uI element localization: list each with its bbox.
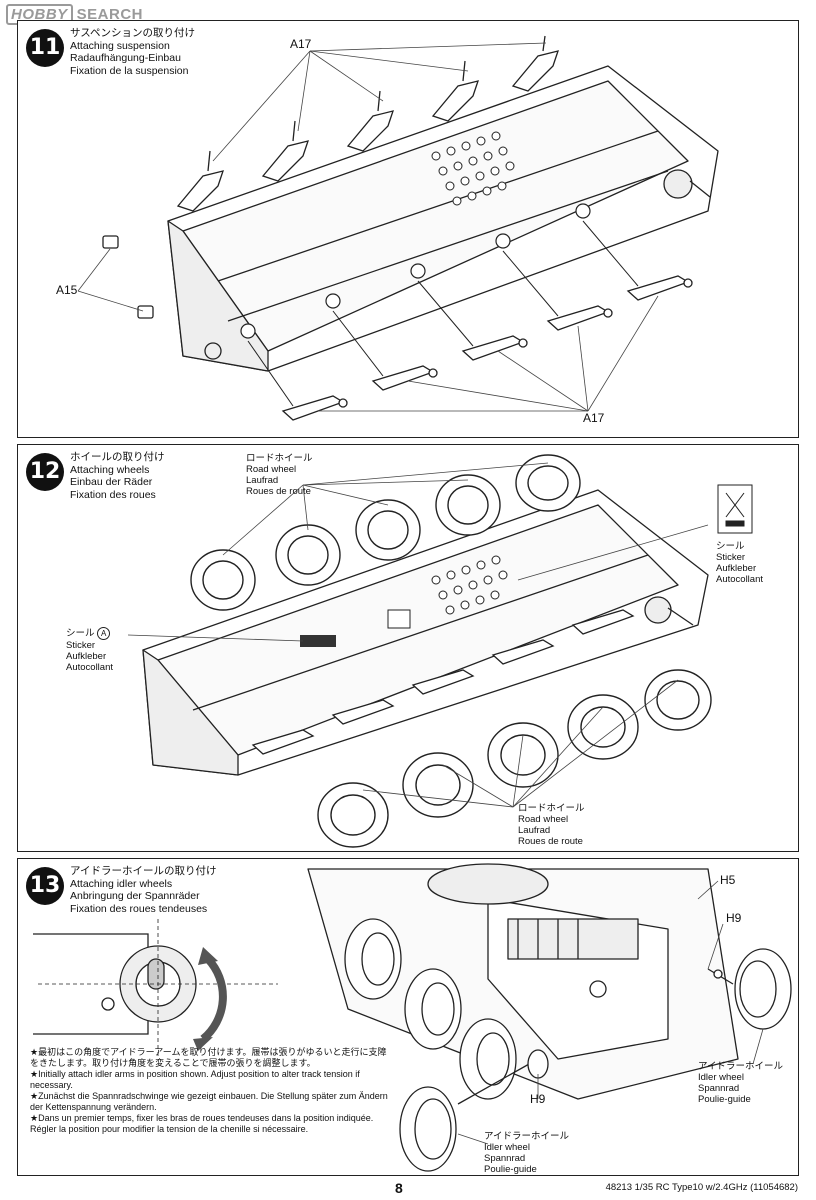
- road-wheel-jp: ロードホイール: [518, 803, 585, 814]
- sticker-jp: シール: [716, 541, 745, 552]
- hull-rear: [307, 863, 739, 1100]
- arm-mounts: [240, 203, 591, 339]
- step-13-panel: 13 アイドラーホイールの取り付け Attaching idler wheels…: [17, 858, 799, 1176]
- label-h5: H5: [720, 873, 736, 887]
- step-11-panel: 11 サスペンションの取り付け Attaching suspension Rad…: [17, 20, 799, 438]
- rotation-arrow: [200, 956, 227, 1043]
- idler-wheel-right: [707, 948, 792, 1030]
- road-wheel-jp: ロードホイール: [246, 453, 313, 464]
- title-de: Radaufhängung-Einbau: [70, 52, 181, 64]
- idler-fr: Poulie-guide: [484, 1164, 537, 1175]
- road-wheel-label-bottom: ロードホイール Road wheel Laufrad Roues de rout…: [518, 803, 585, 847]
- title-fr: Fixation des roues tendeuses: [70, 902, 208, 915]
- a15-parts: [102, 235, 154, 319]
- suspension-drawing: [77, 35, 719, 421]
- road-wheel-en: Road wheel: [518, 814, 569, 825]
- sticker-de: Aufkleber: [66, 651, 107, 662]
- watermark-text: SEARCH: [76, 6, 144, 23]
- sticker-label-left: シール A Sticker Aufkleber Autocollant: [66, 627, 113, 673]
- weee-sticker-icon: [717, 484, 753, 534]
- step-titles: サスペンションの取り付け Attaching suspension Radauf…: [70, 27, 195, 77]
- step-number: 12: [26, 453, 64, 491]
- note-de: ★Zunächst die Spannradschwinge wie gezei…: [30, 1091, 388, 1112]
- note-jp: ★最初はこの角度でアイドラーアームを取り付けます。履帯は張りがゆるいと走行に支障…: [30, 1047, 387, 1068]
- idler-wheel-bottom: [399, 1049, 549, 1172]
- product-code: 48213 1/35 RC Type10 w/2.4GHz (11054682): [605, 1182, 798, 1193]
- leader-lines: [457, 880, 764, 1145]
- idler-label-bottom: アイドラーホイール Idler wheel Spannrad Poulie-gu…: [484, 1131, 569, 1175]
- page-number: 8: [395, 1180, 403, 1196]
- insert-arrows: [247, 220, 639, 407]
- step-12-panel: 12 ホイールの取り付け Attaching wheels Einbau der…: [17, 444, 799, 852]
- note-fr: ★Dans un premier temps, fixer les bras d…: [30, 1113, 374, 1134]
- title-de: Einbau der Räder: [70, 476, 153, 488]
- idler-angle-detail: [33, 919, 278, 1059]
- road-wheel-fr: Roues de route: [518, 836, 583, 847]
- idler-fr: Poulie-guide: [698, 1094, 751, 1105]
- rotation-arrow-head-top: [198, 947, 218, 965]
- upper-arms: [176, 35, 559, 212]
- title-jp: サスペンションの取り付け: [70, 27, 196, 39]
- step-titles: アイドラーホイールの取り付け Attaching idler wheels An…: [70, 865, 216, 915]
- label-a15: A15: [56, 283, 78, 297]
- step-titles: ホイールの取り付け Attaching wheels Einbau der Rä…: [70, 451, 165, 501]
- title-jp: アイドラーホイールの取り付け: [70, 865, 217, 877]
- sprocket-hub: [663, 169, 693, 199]
- label-a17-top: A17: [290, 37, 312, 51]
- lower-arms: [281, 275, 693, 421]
- title-de: Anbringung der Spannräder: [70, 890, 200, 902]
- label-h9-top: H9: [726, 911, 742, 925]
- title-fr: Fixation de la suspension: [70, 64, 189, 77]
- sticker-mark-a: A: [97, 627, 111, 640]
- label-a17-bottom: A17: [583, 411, 605, 425]
- leader-lines: [77, 42, 659, 412]
- sticker-de: Aufkleber: [716, 563, 757, 574]
- idler-de: Spannrad: [484, 1153, 526, 1164]
- hull-sticker-mark: [387, 609, 411, 629]
- road-wheel-de: Laufrad: [518, 825, 551, 836]
- bottom-road-wheels: [317, 669, 712, 848]
- vent-holes: [431, 131, 515, 206]
- sticker-en: Sticker: [66, 640, 96, 651]
- idler-de: Spannrad: [698, 1083, 740, 1094]
- lower-arms: [251, 609, 635, 755]
- step-number: 11: [26, 29, 64, 67]
- sticker-fr: Autocollant: [66, 662, 114, 673]
- idler-jp: アイドラーホイール: [698, 1061, 784, 1072]
- idler-drawing: [33, 863, 792, 1172]
- title-fr: Fixation des roues: [70, 488, 156, 501]
- road-wheel-de: Laufrad: [246, 475, 279, 486]
- battery-sticker-mark: [300, 635, 336, 647]
- rotation-arrow-head-bottom: [193, 1037, 213, 1051]
- vent-holes: [431, 555, 508, 615]
- sticker-label-right: シール Sticker Aufkleber Autocollant: [716, 541, 763, 585]
- road-wheel-en: Road wheel: [246, 464, 297, 475]
- title-en: Attaching wheels: [70, 463, 150, 476]
- top-road-wheels: [190, 454, 581, 611]
- idler-label-right: アイドラーホイール Idler wheel Spannrad Poulie-gu…: [698, 1061, 783, 1105]
- title-jp: ホイールの取り付け: [70, 451, 165, 463]
- road-wheel-fr: Roues de route: [246, 486, 311, 497]
- sticker-jp: シール: [66, 628, 95, 639]
- leader-lines: [127, 462, 709, 808]
- title-en: Attaching idler wheels: [70, 877, 173, 890]
- side-road-wheels: [344, 918, 517, 1100]
- tension-note: ★最初はこの角度でアイドラーアームを取り付けます。履帯は張りがゆるいと走行に支障…: [30, 1047, 390, 1135]
- note-en: ★Initially attach idler arms in position…: [30, 1069, 360, 1090]
- wheels-drawing: [127, 454, 753, 848]
- road-wheel-label-top: ロードホイール Road wheel Laufrad Roues de rout…: [246, 453, 313, 497]
- label-h9-bottom: H9: [530, 1092, 546, 1106]
- idler-en: Idler wheel: [484, 1142, 530, 1153]
- step-number: 13: [26, 867, 64, 905]
- idler-jp: アイドラーホイール: [484, 1131, 570, 1142]
- sticker-fr: Autocollant: [716, 574, 764, 585]
- sprocket-hub: [644, 596, 672, 624]
- title-en: Attaching suspension: [70, 39, 170, 52]
- idler-en: Idler wheel: [698, 1072, 744, 1083]
- sticker-en: Sticker: [716, 552, 746, 563]
